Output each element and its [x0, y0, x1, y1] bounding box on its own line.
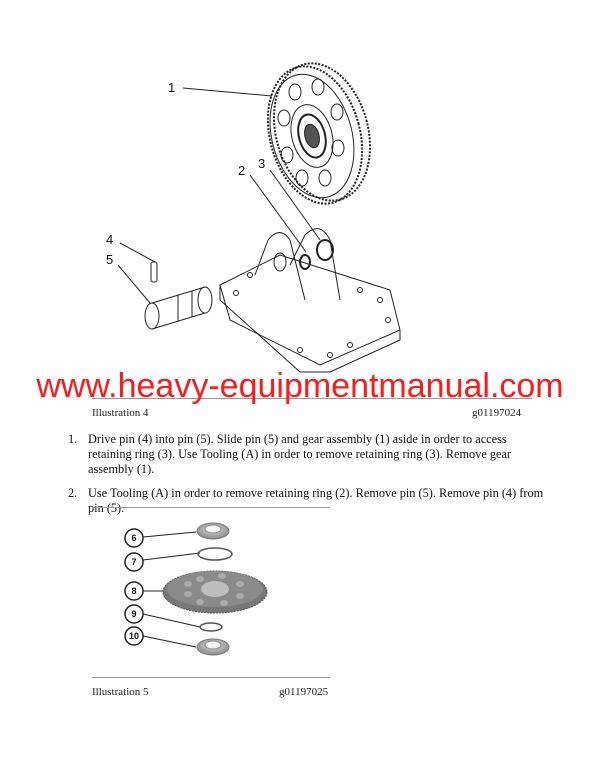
callout-8: 8 — [131, 586, 136, 596]
step-number: 2. — [68, 486, 78, 500]
callout-2: 2 — [238, 163, 245, 178]
callout-10: 10 — [129, 631, 139, 641]
illustration-4-graphic-id: g01197024 — [472, 407, 522, 419]
step-number: 1. — [68, 432, 78, 446]
step-2: 2. Use Tooling (A) in order to remove re… — [68, 486, 548, 516]
step-1: 1. Drive pin (4) into pin (5). Slide pin… — [68, 432, 548, 477]
callout-9: 9 — [131, 609, 136, 619]
procedure-steps: 1. Drive pin (4) into pin (5). Slide pin… — [68, 432, 548, 525]
callout-7: 7 — [131, 557, 136, 567]
illustration-5-top-rule — [92, 507, 330, 508]
illustration-5-caption: Illustration 5 — [92, 686, 149, 698]
illustration-5-bottom-rule — [92, 677, 330, 678]
watermark-url[interactable]: www.heavy-equipmentmanual.com — [36, 367, 564, 405]
callout-5: 5 — [106, 252, 113, 267]
callout-1: 1 — [168, 80, 175, 95]
callout-4: 4 — [106, 232, 113, 247]
step-text: Use Tooling (A) in order to remove retai… — [88, 486, 544, 515]
callout-3: 3 — [258, 156, 265, 171]
callout-6: 6 — [131, 533, 136, 543]
step-text: Drive pin (4) into pin (5). Slide pin (5… — [88, 432, 512, 476]
illustration-5-graphic-id: g01197025 — [279, 686, 329, 698]
illustration-4-rule — [92, 398, 532, 399]
illustration-5-drawing: 6 7 8 9 10 — [124, 522, 268, 656]
illustration-4-caption: Illustration 4 — [92, 407, 149, 419]
illustration-4-drawing: 1 2 3 4 5 — [106, 62, 401, 373]
